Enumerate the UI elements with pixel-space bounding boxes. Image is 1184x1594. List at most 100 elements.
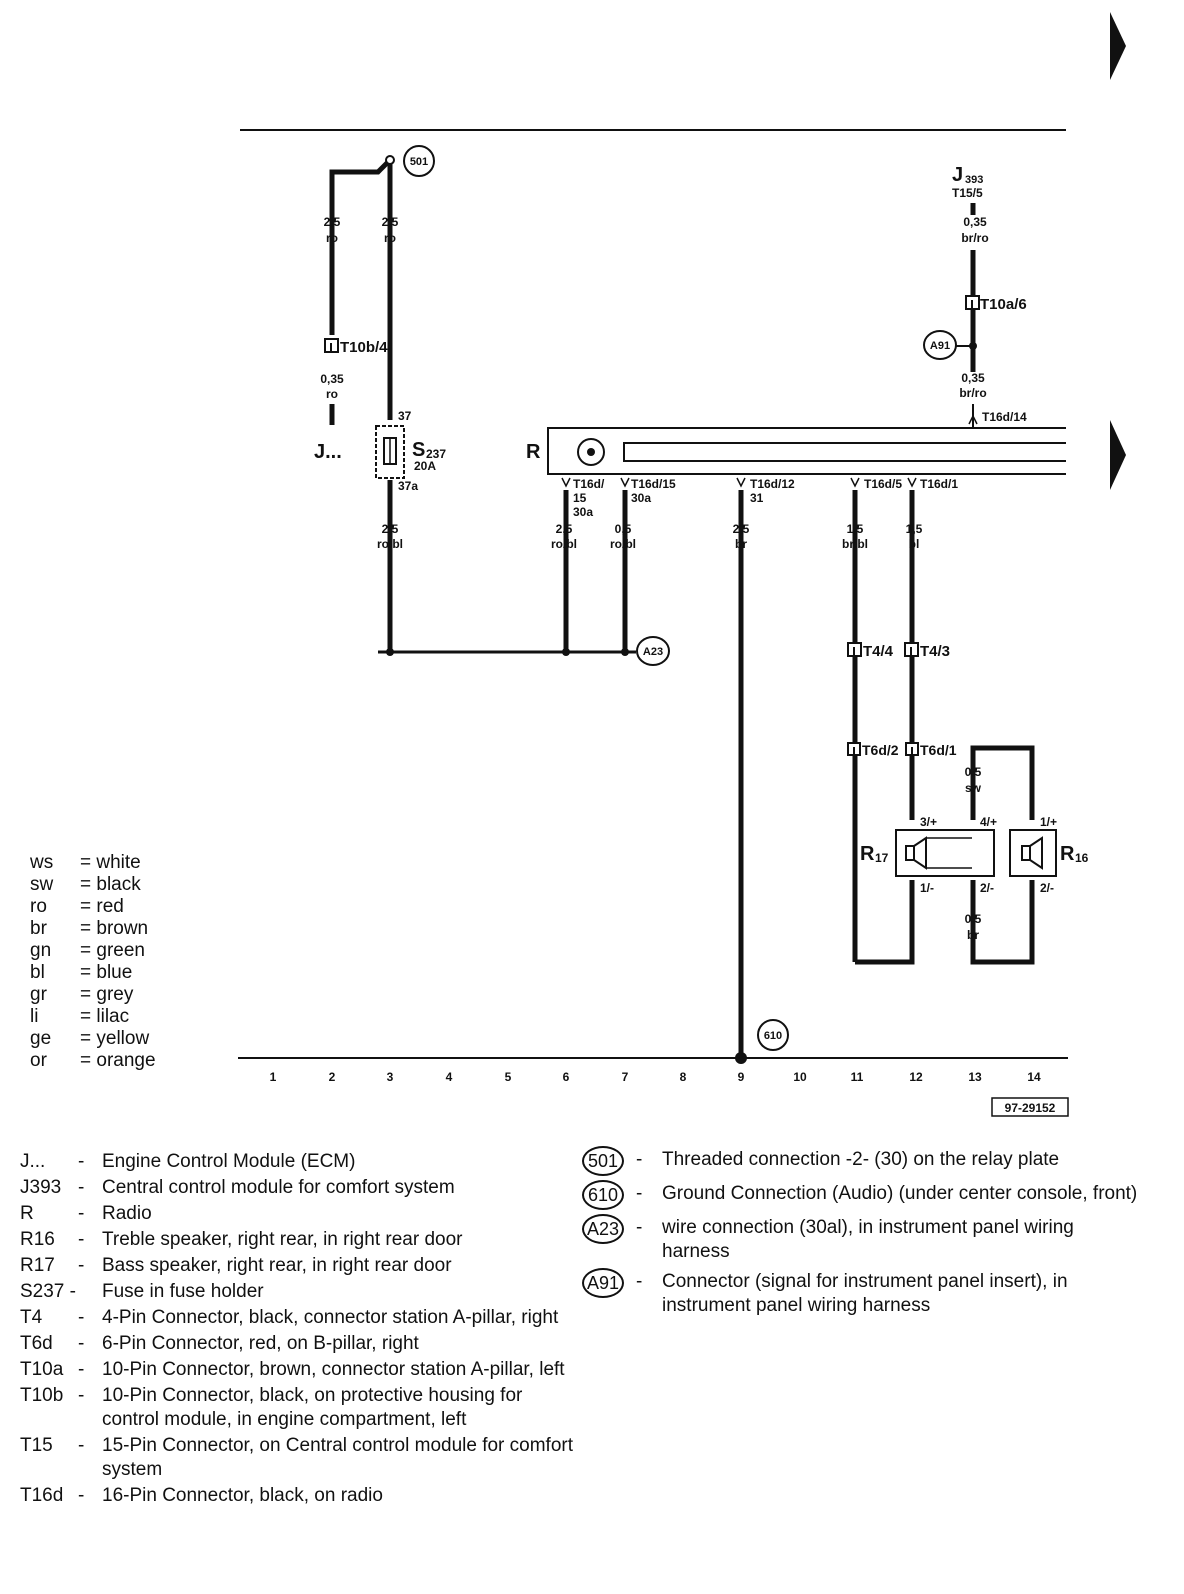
t6d2-label: T6d/2 bbox=[862, 742, 899, 758]
continue-arrow-icon[interactable] bbox=[1110, 420, 1126, 490]
connector-t43-icon bbox=[904, 642, 919, 657]
radio-unit[interactable] bbox=[547, 427, 1066, 475]
w9-color: br bbox=[735, 537, 747, 551]
legend-item: R17-Bass speaker, right rear, in right r… bbox=[20, 1255, 452, 1276]
legend-item: 501-Threaded connection -2- (30) on the … bbox=[582, 1146, 1142, 1176]
legend-item: T15-15-Pin Connector, on Central control… bbox=[20, 1435, 574, 1480]
ground-610-icon: 610 bbox=[582, 1180, 624, 1210]
connection-legend: 501-Threaded connection -2- (30) on the … bbox=[582, 1146, 1142, 1322]
legend-item: T10b-10-Pin Connector, black, on protect… bbox=[20, 1385, 523, 1430]
r17-label: R bbox=[860, 843, 875, 865]
color-code-row: li= lilac bbox=[30, 1006, 130, 1027]
fuse-s237-icon[interactable] bbox=[375, 425, 405, 479]
treble-speaker-icon bbox=[1021, 836, 1043, 870]
legend-item: T4-4-Pin Connector, black, connector sta… bbox=[20, 1307, 559, 1328]
w3-low-color: ro/bl bbox=[377, 537, 403, 551]
color-code-row: ge= yellow bbox=[30, 1028, 150, 1049]
color-code-row: gr= grey bbox=[30, 984, 134, 1005]
wire-col13-br bbox=[970, 880, 1035, 965]
pin-r16-2: 2/- bbox=[1040, 881, 1054, 895]
t10a6-label: T10a/6 bbox=[980, 296, 1027, 313]
svg-text:5: 5 bbox=[505, 1070, 512, 1084]
t16d15-2a: T16d/15 bbox=[631, 477, 676, 491]
pin-r17-4: 4/+ bbox=[980, 815, 997, 829]
fuse-label: S bbox=[412, 439, 425, 461]
connector-t6d1-icon bbox=[905, 742, 919, 756]
t10b4-label: T10b/4 bbox=[340, 339, 388, 356]
w13-mid-color: br/ro bbox=[959, 386, 986, 400]
column-numbers: 1 2 3 4 5 6 7 8 9 10 11 12 13 14 bbox=[270, 1070, 1041, 1084]
w11-color: br/bl bbox=[842, 537, 868, 551]
t16d12-a: T16d/12 bbox=[750, 477, 795, 491]
svg-text:6: 6 bbox=[563, 1070, 570, 1084]
t16d15-b: 15 bbox=[573, 491, 587, 505]
legend-item: R-Radio bbox=[20, 1203, 152, 1224]
w2-low-size: 0,35 bbox=[320, 372, 344, 386]
diagram-id: 97-29152 bbox=[1005, 1101, 1056, 1115]
wire-col13-sw bbox=[970, 745, 1035, 820]
w13-br-color: br bbox=[967, 928, 979, 942]
svg-text:8: 8 bbox=[680, 1070, 687, 1084]
svg-text:7: 7 bbox=[622, 1070, 629, 1084]
w7-size: 0,5 bbox=[615, 522, 632, 536]
next-page-arrow-icon[interactable] bbox=[1110, 12, 1126, 80]
svg-text:9: 9 bbox=[738, 1070, 745, 1084]
w3-low-size: 2,5 bbox=[382, 522, 399, 536]
legend-item: 610-Ground Connection (Audio) (under cen… bbox=[582, 1180, 1142, 1210]
svg-text:4: 4 bbox=[446, 1070, 453, 1084]
a23-label: A23 bbox=[643, 646, 663, 658]
legend-item: R16-Treble speaker, right rear, in right… bbox=[20, 1229, 463, 1250]
ground-610-icon bbox=[757, 1019, 789, 1051]
color-code-row: sw= black bbox=[30, 874, 141, 895]
pin-arrows bbox=[561, 414, 978, 488]
component-legend: J...-Engine Control Module (ECM) J393-Ce… bbox=[20, 1150, 580, 1510]
svg-text:11: 11 bbox=[851, 1070, 864, 1084]
w6-color: ro/bl bbox=[551, 537, 577, 551]
w3-size: 2,5 bbox=[382, 215, 399, 229]
c501-label: 501 bbox=[410, 156, 428, 168]
color-code-row: br= brown bbox=[30, 918, 149, 939]
w9-size: 2,5 bbox=[733, 522, 750, 536]
w12-size: 1,5 bbox=[906, 522, 923, 536]
t16d5: T16d/5 bbox=[864, 477, 902, 491]
t16d15-2b: 30a bbox=[631, 491, 651, 505]
t16d15-a: T16d/ bbox=[573, 477, 605, 491]
t44-label: T4/4 bbox=[863, 643, 894, 660]
w6-size: 2,5 bbox=[556, 522, 573, 536]
t6d1-label: T6d/1 bbox=[920, 742, 957, 758]
connector-t10a6-icon bbox=[965, 295, 980, 310]
t16d12-b: 31 bbox=[750, 491, 764, 505]
w13-sw-color: sw bbox=[965, 781, 982, 795]
r16-label: R bbox=[1060, 843, 1075, 865]
svg-text:3: 3 bbox=[387, 1070, 394, 1084]
w13-top-size: 0,35 bbox=[963, 215, 987, 229]
a91-icon: A91 bbox=[582, 1268, 624, 1298]
w12-color: bl bbox=[909, 537, 920, 551]
pin-r17-1: 1/- bbox=[920, 881, 934, 895]
ground-501-icon bbox=[403, 145, 435, 177]
fuse-pin-out: 37a bbox=[398, 479, 418, 493]
svg-text:14: 14 bbox=[1027, 1070, 1041, 1084]
fuse-sub: 237 bbox=[426, 447, 446, 461]
wire-col2-upper bbox=[329, 160, 390, 335]
color-code-row: gn= green bbox=[30, 940, 145, 961]
a23-icon: A23 bbox=[582, 1214, 624, 1244]
legend-item: T6d-6-Pin Connector, red, on B-pillar, r… bbox=[20, 1333, 419, 1354]
w2-size: 2,5 bbox=[324, 215, 341, 229]
w2-low-color: ro bbox=[326, 387, 338, 401]
pin-r17-2: 2/- bbox=[980, 881, 994, 895]
bass-speaker-icon bbox=[905, 836, 972, 870]
legend-item: A91-Connector (signal for instrument pan… bbox=[582, 1268, 1142, 1318]
connector-t6d2-icon bbox=[847, 742, 861, 756]
color-code-row: bl= blue bbox=[30, 962, 133, 983]
radio-display bbox=[623, 442, 1066, 462]
legend-item: J393-Central control module for comfort … bbox=[20, 1177, 455, 1198]
svg-text:10: 10 bbox=[793, 1070, 807, 1084]
t43-label: T4/3 bbox=[920, 643, 950, 660]
j393-pin: T15/5 bbox=[952, 186, 983, 200]
w13-sw-size: 0,5 bbox=[965, 765, 982, 779]
legend-item: T16d-16-Pin Connector, black, on radio bbox=[20, 1485, 383, 1506]
a23-icon bbox=[636, 636, 670, 666]
w3-color: ro bbox=[384, 231, 396, 245]
ecm-label: J... bbox=[314, 441, 342, 463]
